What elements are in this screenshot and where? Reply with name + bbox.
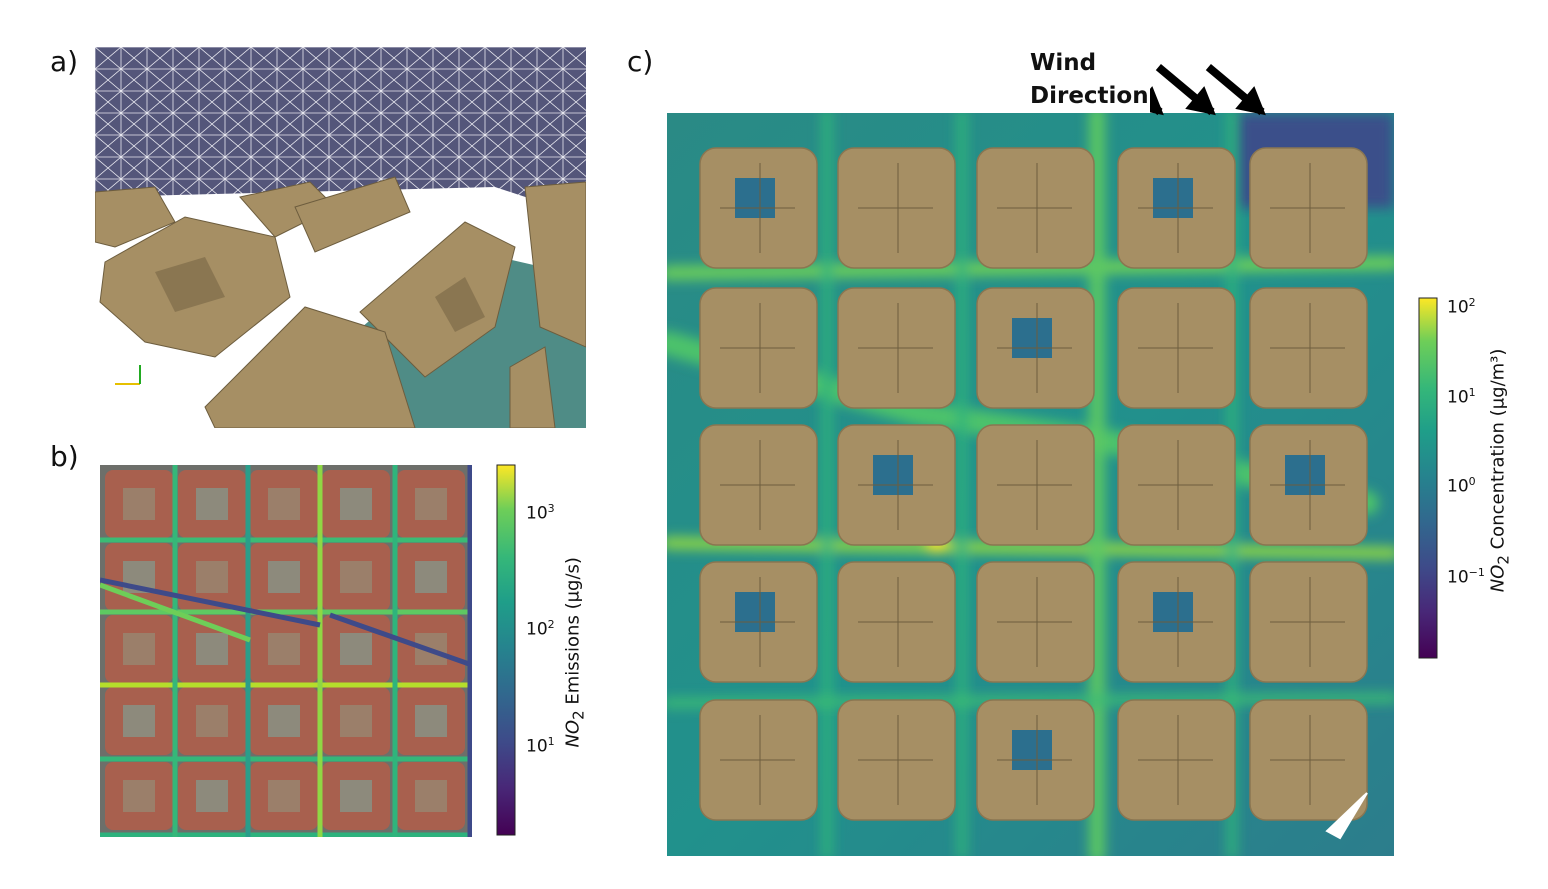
- building-block: [837, 147, 956, 269]
- city-block: [397, 543, 465, 611]
- building-block: [1249, 424, 1368, 546]
- building-block: [837, 424, 956, 546]
- tick-c-3: 10−1: [1447, 566, 1485, 588]
- building-block: [1117, 561, 1236, 683]
- city-block: [105, 687, 173, 755]
- building-block: [1117, 424, 1236, 546]
- building-block: [1249, 699, 1368, 821]
- buildings: [699, 147, 1368, 821]
- building-block: [976, 699, 1095, 821]
- panel-c-colorbar: [1418, 297, 1438, 659]
- building-block: [1249, 287, 1368, 409]
- building-block: [837, 287, 956, 409]
- city-block: [322, 543, 390, 611]
- building-block: [976, 561, 1095, 683]
- building-block: [699, 699, 818, 821]
- tick-c-1: 101: [1447, 386, 1476, 408]
- city-block: [250, 762, 318, 830]
- panel-a-mesh-render: [95, 47, 586, 428]
- city-block: [397, 762, 465, 830]
- panel-b-label: b): [50, 440, 79, 473]
- city-block: [397, 470, 465, 538]
- city-block: [178, 762, 246, 830]
- city-block: [105, 615, 173, 683]
- building-block: [699, 561, 818, 683]
- building-block: [976, 147, 1095, 269]
- city-block: [105, 470, 173, 538]
- building-block: [1249, 147, 1368, 269]
- city-block: [105, 762, 173, 830]
- building-block: [1249, 561, 1368, 683]
- colorbar-c-label: NO2 Concentration (µg/m³): [1487, 348, 1513, 593]
- city-block: [178, 687, 246, 755]
- tick-c-2: 100: [1447, 475, 1476, 497]
- street-segment: [100, 582, 251, 643]
- panel-b-colorbar: [496, 464, 516, 836]
- tick-b-1: 102: [526, 618, 555, 640]
- tick-b-0: 103: [526, 502, 555, 524]
- city-block: [322, 762, 390, 830]
- city-block: [322, 470, 390, 538]
- tick-c-0: 102: [1447, 296, 1476, 318]
- building-block: [976, 424, 1095, 546]
- building-block: [837, 699, 956, 821]
- wind-arrows-icon: [1150, 63, 1266, 116]
- city-block: [250, 543, 318, 611]
- panel-b-satellite-map: [100, 465, 472, 837]
- colorbar-b-label: NO2 Emissions (µg/s): [562, 557, 588, 748]
- building-block: [699, 147, 818, 269]
- building-block: [699, 287, 818, 409]
- building-block: [1117, 287, 1236, 409]
- panel-c-label: c): [627, 45, 654, 78]
- tick-b-2: 101: [526, 735, 555, 757]
- building-block: [1117, 147, 1236, 269]
- panel-a-label: a): [50, 45, 79, 78]
- city-block: [322, 687, 390, 755]
- north-arrow-icon: [1325, 792, 1368, 840]
- building-block: [1117, 699, 1236, 821]
- street-segment: [100, 577, 321, 628]
- building-block: [699, 424, 818, 546]
- building-block: [837, 561, 956, 683]
- city-block: [250, 615, 318, 683]
- city-block: [178, 470, 246, 538]
- city-block: [397, 687, 465, 755]
- city-block: [178, 543, 246, 611]
- street-segment: [329, 612, 472, 668]
- city-block: [250, 470, 318, 538]
- panel-c-concentration-map: [667, 113, 1394, 856]
- building-block: [976, 287, 1095, 409]
- city-block: [250, 687, 318, 755]
